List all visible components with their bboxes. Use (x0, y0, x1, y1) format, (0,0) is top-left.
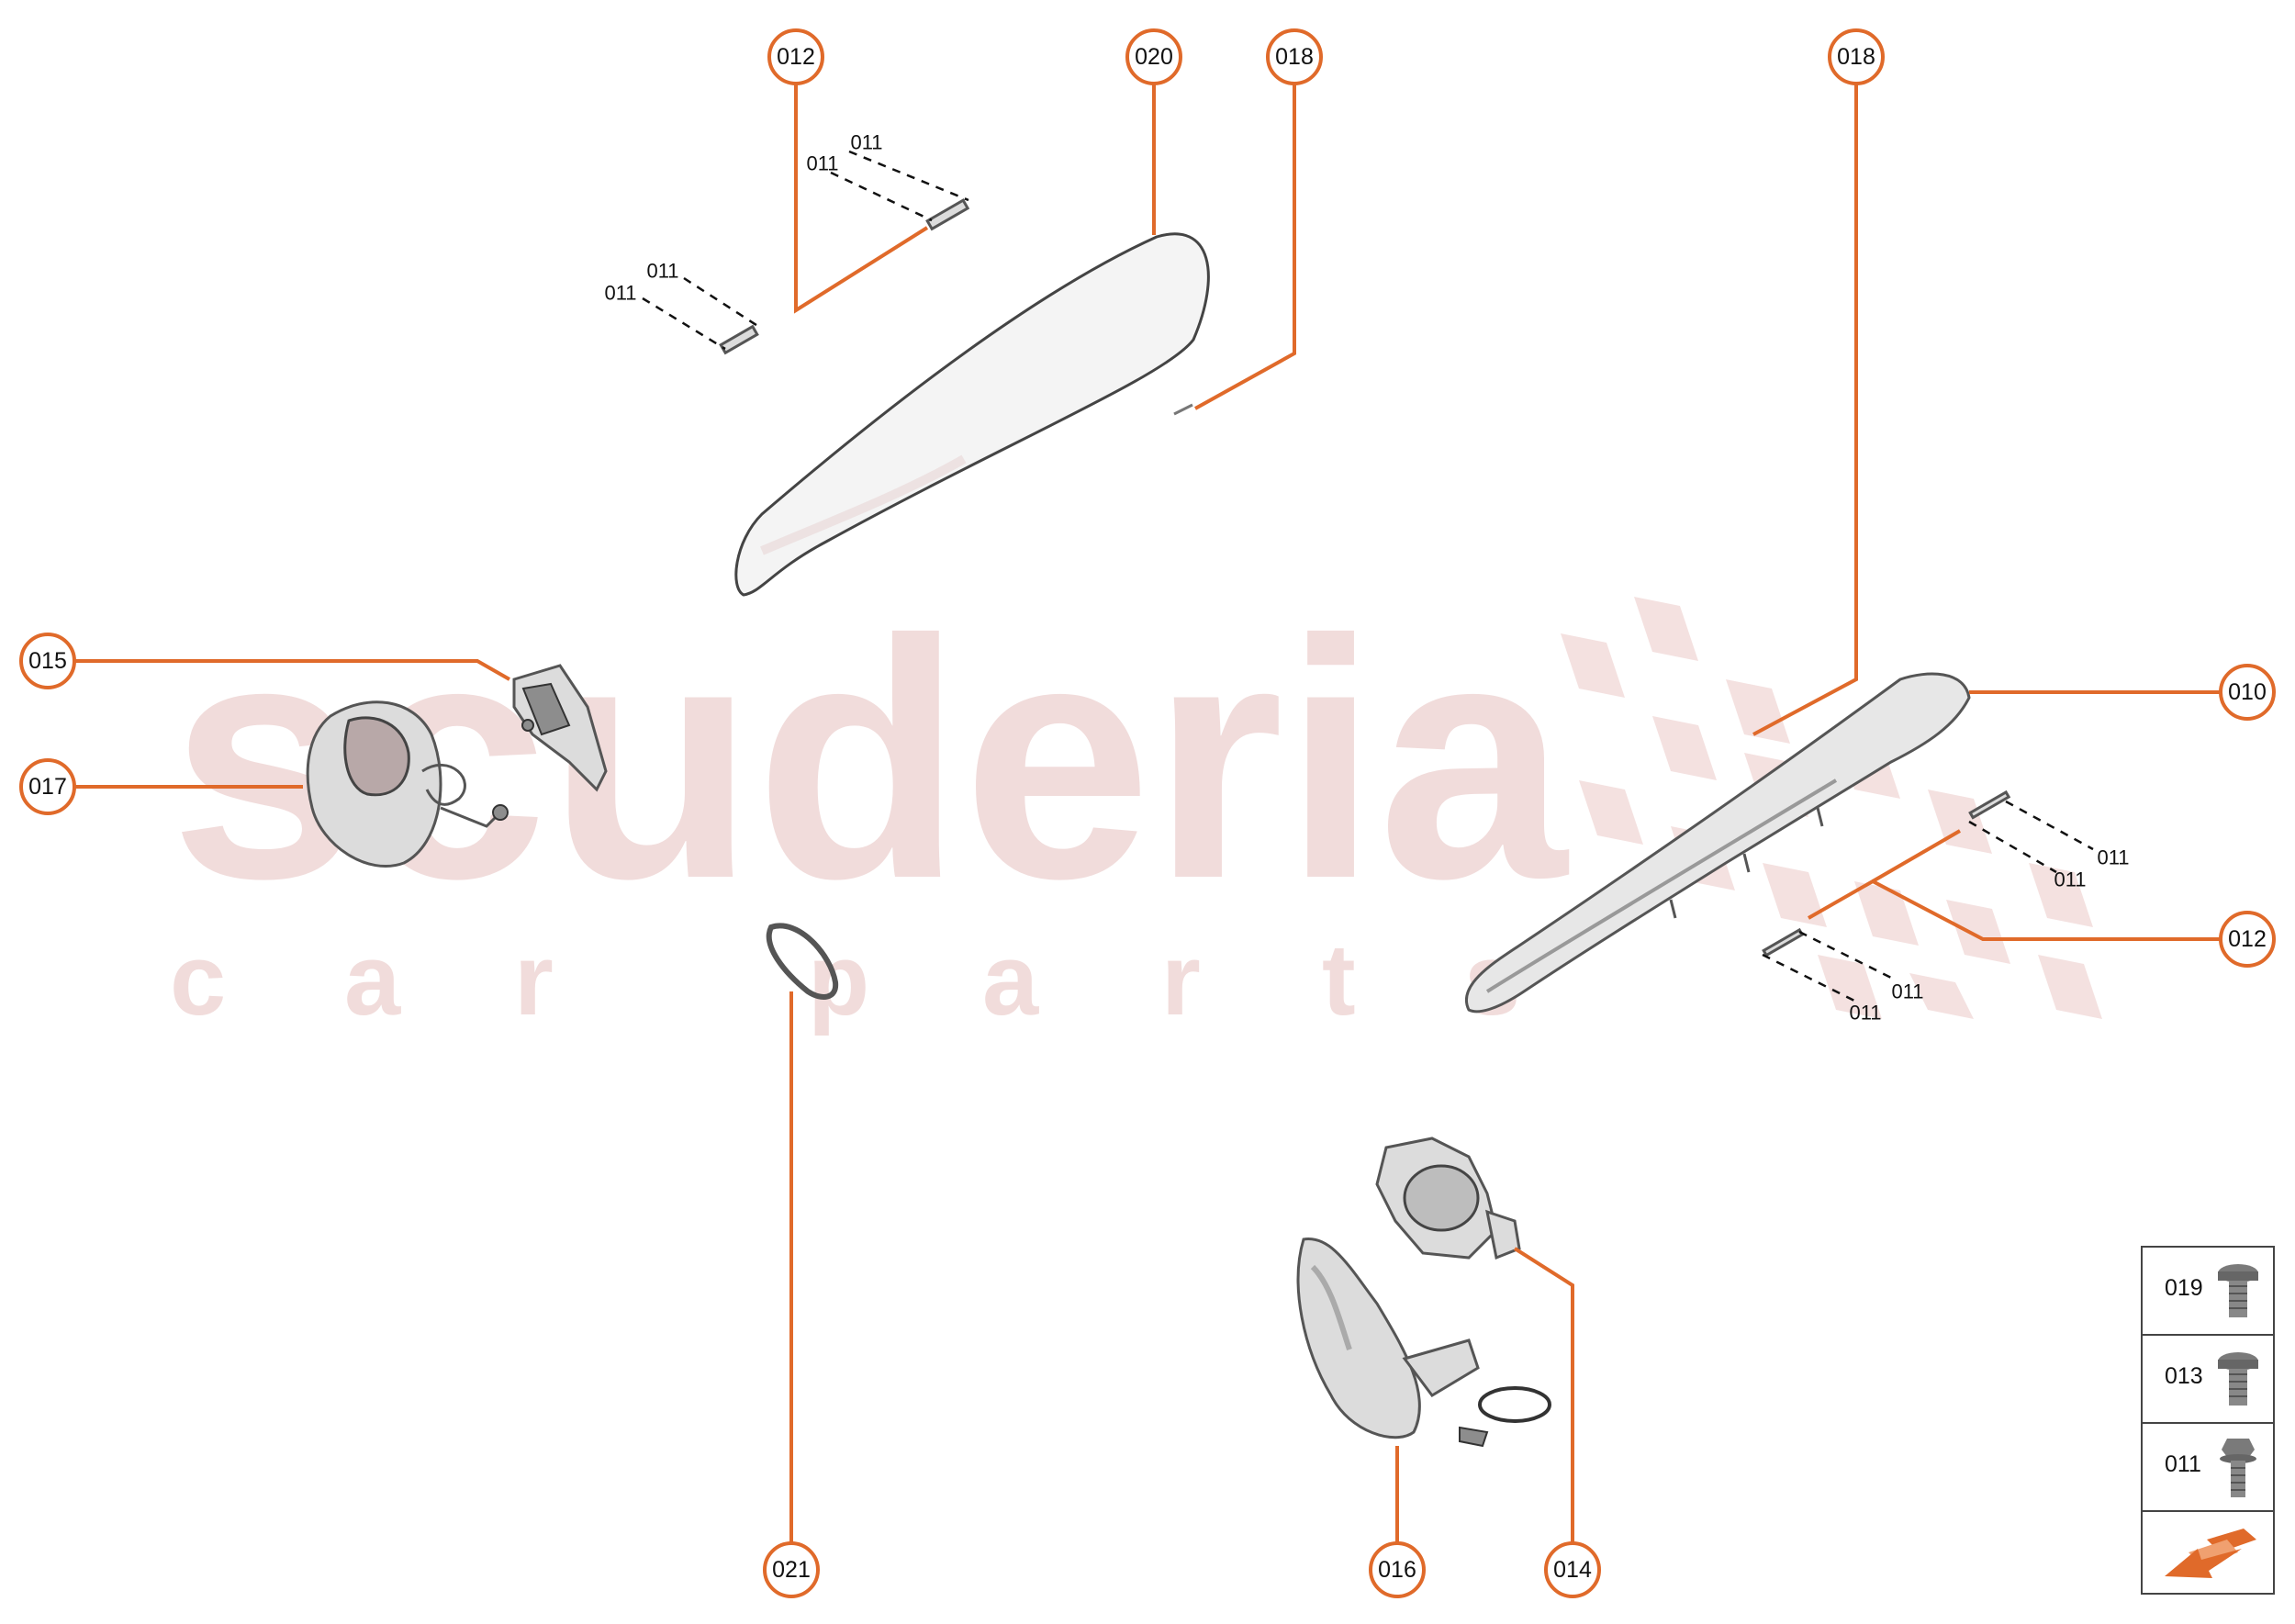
fastener-right (1762, 790, 2011, 958)
fastener-dashed-lines (642, 150, 2094, 1002)
direction-arrow-icon (2165, 1529, 2256, 1578)
rear-trim-strip-part (1464, 672, 1971, 1014)
fastener-label: 011 (2054, 868, 2086, 891)
fastener-top-left (0, 0, 970, 918)
callout-label: 014 (1553, 1557, 1592, 1583)
direction-arrow-button[interactable] (2143, 1512, 2273, 1593)
watermark-letter: a (982, 924, 1039, 1036)
callout-label: 021 (772, 1557, 811, 1583)
callout-016[interactable]: 016 (1369, 1541, 1426, 1598)
callout-012-right[interactable]: 012 (2219, 911, 2276, 968)
callout-015[interactable]: 015 (19, 633, 76, 689)
watermark-letter: t (1322, 924, 1356, 1036)
callout-label: 012 (777, 44, 815, 70)
fastener-label: 011 (850, 131, 882, 154)
watermark-letter: c (170, 924, 226, 1036)
fastener-label: 011 (1849, 1002, 1881, 1025)
callout-017[interactable]: 017 (19, 758, 76, 815)
fastener-label: 011 (604, 282, 636, 305)
fastener-label: 011 (1891, 980, 1923, 1003)
headlamp-housing-part (1296, 1238, 1551, 1448)
fastener-label: 011 (2097, 846, 2129, 869)
callout-label: 012 (2228, 926, 2267, 952)
trim-strip-part (734, 232, 1210, 597)
fastener-label: 011 (646, 260, 678, 283)
callout-012-top[interactable]: 012 (767, 28, 824, 85)
hardware-legend: 019 013 011 (2141, 1246, 2275, 1595)
legend-label: 011 (2165, 1451, 2201, 1477)
gasket-ring-part (766, 923, 839, 1000)
legend-label: 013 (2165, 1363, 2203, 1389)
fastener-label: 011 (806, 152, 838, 175)
callout-label: 018 (1837, 44, 1875, 70)
callout-label: 010 (2228, 679, 2267, 705)
callout-018-left[interactable]: 018 (1266, 28, 1323, 85)
leader-lines (69, 77, 2222, 1548)
button-head-screw-icon (2218, 1352, 2258, 1406)
legend-item-019[interactable]: 019 (2143, 1248, 2273, 1336)
legend-item-013[interactable]: 013 (2143, 1336, 2273, 1424)
fastener-labels: 011 011 011 011 011 011 011 011 (604, 131, 2129, 1025)
checkered-flag-watermark (1561, 597, 2102, 1019)
callout-014[interactable]: 014 (1544, 1541, 1601, 1598)
callout-020[interactable]: 020 (1125, 28, 1182, 85)
watermark-letter: r (1161, 924, 1201, 1036)
callout-018-right[interactable]: 018 (1828, 28, 1885, 85)
watermark-letter: p (808, 924, 869, 1036)
legend-item-011[interactable]: 011 (2143, 1424, 2273, 1512)
flange-bolt-icon (2220, 1439, 2256, 1497)
bracket-part (512, 664, 608, 792)
button-head-screw-icon (2218, 1264, 2258, 1317)
legend-label: 019 (2165, 1275, 2203, 1301)
callout-label: 020 (1135, 44, 1173, 70)
watermark-letter: a (344, 924, 401, 1036)
callout-label: 015 (28, 648, 67, 674)
callout-label: 018 (1275, 44, 1314, 70)
callout-010[interactable]: 010 (2219, 664, 2276, 721)
lamp-housing-part (306, 700, 509, 868)
callout-label: 016 (1378, 1557, 1416, 1583)
watermark-letter: r (514, 924, 554, 1036)
callout-021[interactable]: 021 (763, 1541, 820, 1598)
callout-label: 017 (28, 774, 67, 800)
motor-module-part (1375, 1137, 1521, 1260)
